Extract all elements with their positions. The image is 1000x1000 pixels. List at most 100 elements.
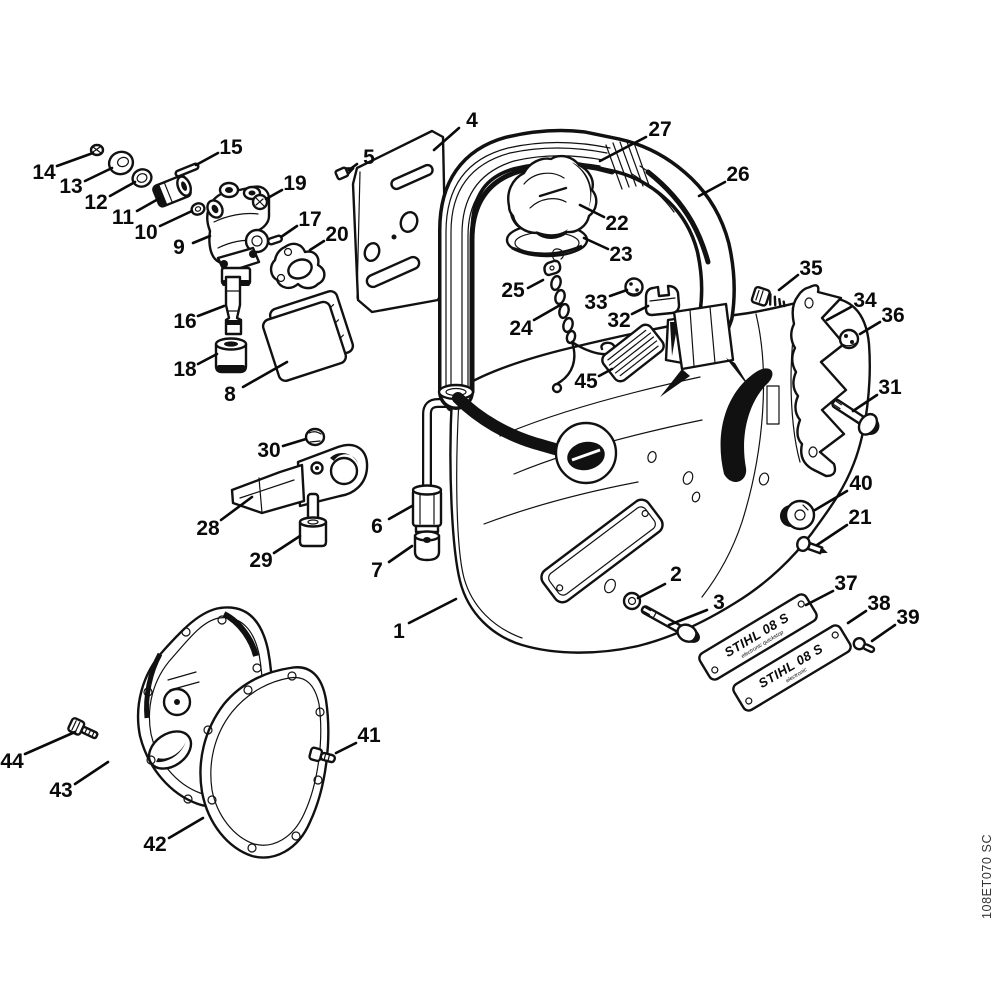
part-28-bracket: [230, 443, 369, 515]
part-44-screw: [67, 717, 99, 740]
callout-18: 18: [173, 358, 197, 381]
callout-1: 1: [393, 620, 405, 643]
part-2-washer: [622, 591, 642, 611]
part-7-grommet: [413, 530, 441, 562]
part-20-gasket: [269, 242, 326, 290]
leader-line-18: [196, 352, 219, 366]
leader-line-38: [846, 609, 868, 625]
callout-41: 41: [357, 724, 381, 747]
leader-line-29: [272, 534, 302, 555]
callout-37: 37: [834, 572, 857, 595]
leader-line-14: [55, 151, 95, 168]
leader-line-20: [308, 239, 326, 252]
leader-line-15: [194, 151, 220, 167]
part-41-screw: [308, 746, 336, 764]
part-40-washer: [779, 499, 816, 531]
callout-33: 33: [584, 291, 607, 314]
leader-line-7: [387, 544, 414, 564]
leader-line-44: [23, 730, 77, 756]
callout-20: 20: [325, 223, 348, 246]
leader-line-26: [697, 180, 727, 198]
part-18-cap: [214, 337, 248, 374]
callout-11: 11: [112, 206, 135, 229]
callout-7: 7: [371, 559, 383, 582]
part-10-washer: [190, 202, 206, 216]
callout-38: 38: [867, 592, 891, 615]
callout-27: 27: [648, 118, 671, 141]
leader-line-33: [608, 288, 629, 298]
callout-3: 3: [713, 591, 725, 614]
callout-15: 15: [219, 136, 243, 159]
leader-line-17: [279, 224, 299, 239]
leader-line-16: [196, 304, 226, 318]
leader-line-2: [636, 582, 667, 600]
part-19-nut: [251, 193, 269, 211]
leader-line-42: [167, 816, 205, 840]
leader-line-6: [387, 504, 414, 521]
callout-21: 21: [848, 506, 872, 529]
callout-14: 14: [32, 161, 56, 184]
callout-30: 30: [257, 439, 280, 462]
part-4-baffle-plate: [351, 129, 448, 314]
callout-13: 13: [59, 175, 82, 198]
callout-5: 5: [363, 146, 375, 169]
leader-line-41: [334, 741, 358, 755]
callout-24: 24: [509, 317, 533, 340]
callout-17: 17: [298, 208, 321, 231]
part-29-screw: [298, 492, 328, 548]
leader-line-32: [630, 304, 650, 316]
callout-23: 23: [609, 243, 632, 266]
part-22-fuel-cap: [507, 154, 598, 239]
leader-line-35: [777, 273, 800, 292]
leader-line-23: [582, 236, 610, 251]
leader-line-34: [825, 305, 853, 322]
part-39-screw: [852, 637, 876, 654]
part-30-nut: [304, 427, 326, 447]
leader-line-13: [83, 166, 114, 183]
callout-39: 39: [896, 606, 919, 629]
leader-line-1: [407, 597, 458, 625]
part-13-seal-ring: [107, 150, 135, 176]
callout-25: 25: [501, 279, 525, 302]
callout-2: 2: [670, 563, 682, 586]
part-33-nut: [624, 277, 644, 297]
leader-line-27: [598, 135, 648, 163]
callout-8: 8: [224, 383, 236, 406]
callout-layer: 1234567891011121314151617181920212223242…: [0, 109, 919, 856]
part-12-o-ring: [131, 168, 153, 188]
callout-35: 35: [799, 257, 823, 280]
callout-32: 32: [607, 309, 630, 332]
leader-line-21: [815, 523, 849, 547]
part-25-clip-screw: [543, 259, 562, 277]
part-5-screw: [334, 166, 355, 181]
document-code: 108ET070 SC: [980, 834, 994, 919]
part-16-valve-stem: [224, 275, 243, 336]
callout-22: 22: [605, 212, 628, 235]
callout-10: 10: [134, 221, 157, 244]
leader-line-25: [526, 278, 545, 290]
callout-36: 36: [881, 304, 904, 327]
part-31-bolt: [831, 398, 880, 436]
callout-44: 44: [0, 750, 24, 773]
leader-line-43: [73, 760, 110, 786]
leader-line-22: [578, 203, 606, 219]
leader-line-11: [135, 196, 162, 213]
leader-line-40: [813, 489, 849, 512]
leader-line-4: [432, 126, 461, 152]
part-35-screw: [750, 285, 786, 308]
leader-line-12: [108, 180, 137, 198]
callout-40: 40: [849, 472, 872, 495]
leader-line-39: [870, 623, 897, 643]
part-32-clamp: [644, 284, 681, 317]
leader-line-3: [667, 608, 709, 627]
leader-line-10: [158, 209, 194, 228]
callout-26: 26: [726, 163, 749, 186]
leader-line-30: [281, 437, 308, 448]
leader-line-28: [219, 495, 254, 522]
callout-12: 12: [84, 191, 107, 214]
callout-16: 16: [173, 310, 196, 333]
leader-line-5: [347, 162, 359, 172]
callout-34: 34: [853, 289, 877, 312]
part-34-spiked-bumper: [790, 284, 848, 478]
